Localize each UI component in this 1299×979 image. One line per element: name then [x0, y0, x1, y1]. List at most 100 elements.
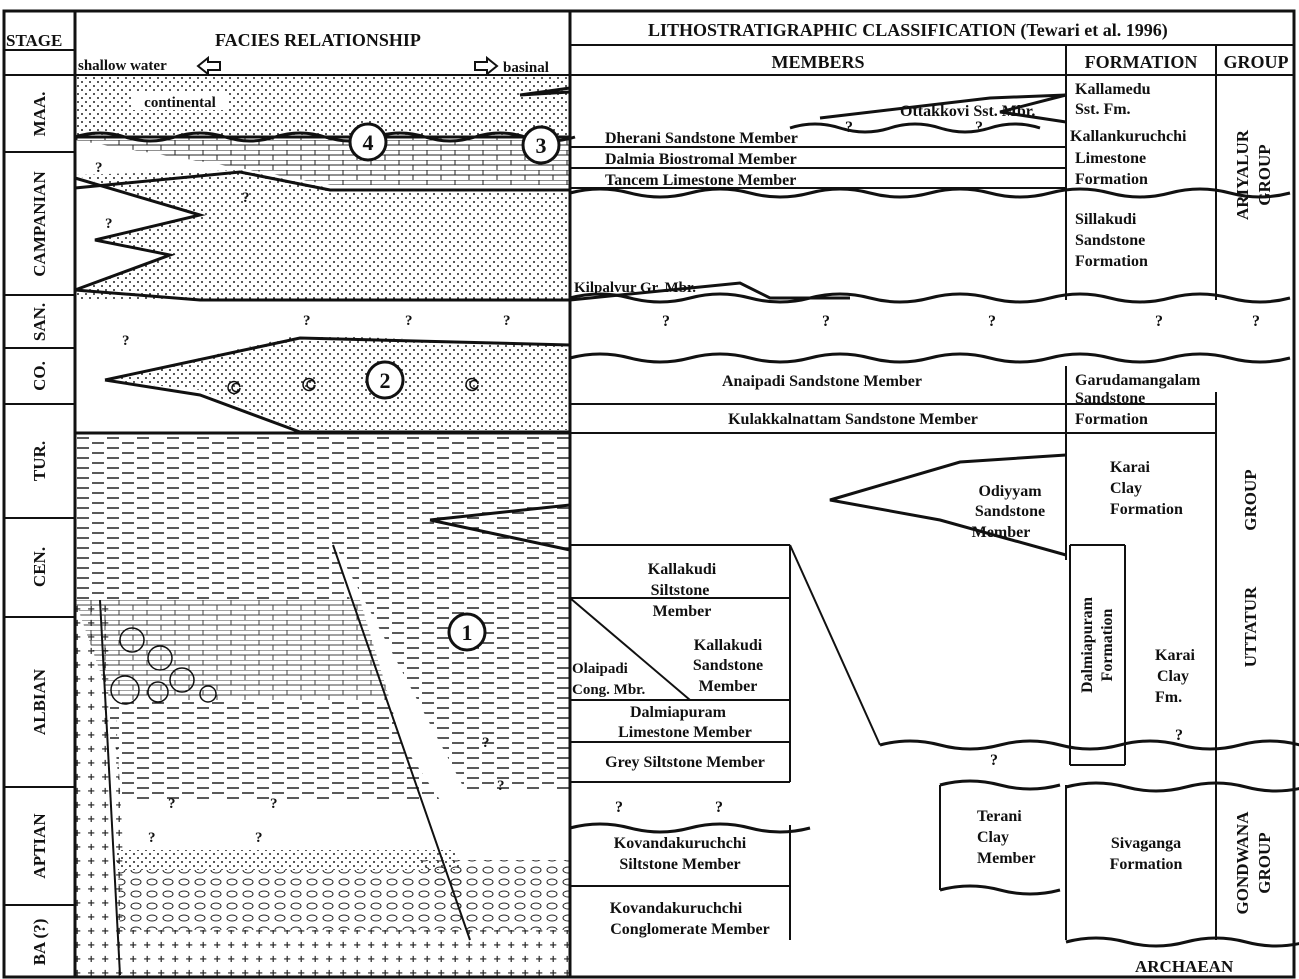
- member-dalmia-biostromal: Dalmia Biostromal Member: [605, 151, 797, 168]
- formation-sillakudi-2: Sandstone: [1075, 232, 1145, 249]
- member-odiyyam-2: Sandstone: [975, 503, 1045, 520]
- formation-archaean: ARCHAEAN: [1135, 957, 1234, 976]
- formation-kallankuruchchi-2: Limestone: [1075, 150, 1146, 167]
- member-kovanda-cong-2: Conglomerate Member: [610, 921, 770, 938]
- arrow-right-icon: [474, 55, 499, 77]
- formation-garudamangalam-3: Formation: [1075, 411, 1148, 428]
- member-dalmiapuram-lst-1: Dalmiapuram: [630, 704, 727, 721]
- formation-karai-fm-3: Fm.: [1155, 689, 1182, 706]
- group-ariyalur-2: GROUP: [1255, 144, 1274, 205]
- member-ottakkovi: Ottakkovi Sst. Mbr.: [900, 103, 1035, 120]
- q-mark: ?: [845, 119, 853, 136]
- group-gondwana-1: GONDWANA: [1233, 811, 1252, 915]
- formation-dalmiapuram-1: Dalmiapuram: [1079, 596, 1096, 693]
- q-mark: ?: [1155, 313, 1163, 330]
- member-kovanda-silt-1: Kovandakuruchchi: [614, 835, 747, 852]
- member-dherani: Dherani Sandstone Member: [605, 130, 798, 147]
- member-odiyyam-3: Member: [972, 524, 1031, 541]
- member-terani-1: Terani: [977, 808, 1022, 825]
- frame: [2, 9, 1296, 979]
- stage-maa: MAA.: [30, 92, 49, 137]
- marker-4: 4: [363, 130, 374, 155]
- formation-garudamangalam-1: Garudamangalam: [1075, 372, 1201, 389]
- q-mark: ?: [990, 752, 998, 769]
- members-header: MEMBERS: [771, 52, 864, 72]
- continental-label: continental: [144, 95, 216, 111]
- header: STAGE FACIES RELATIONSHIP shallow water …: [6, 20, 1289, 77]
- marker-1: 1: [462, 620, 473, 645]
- formation-karai-1: Karai: [1110, 459, 1151, 476]
- formation-sivaganga-1: Sivaganga: [1111, 835, 1181, 852]
- group-uttatur-1: UTTATUR: [1241, 586, 1260, 667]
- group-header: GROUP: [1224, 52, 1289, 72]
- member-kallakudi-silt-1: Kallakudi: [648, 561, 717, 578]
- facies-header: FACIES RELATIONSHIP: [215, 30, 421, 50]
- formations: Kallamedu Sst. Fm. Kallankuruchchi Limes…: [1070, 81, 1234, 976]
- q-mark: ?: [662, 313, 670, 330]
- basinal-label: basinal: [503, 60, 549, 76]
- q-mark: ?: [168, 796, 176, 812]
- stage-cen: CEN.: [30, 547, 49, 587]
- formation-garudamangalam-2: Sandstone: [1075, 390, 1145, 407]
- q-mark: ?: [242, 190, 250, 206]
- arrow-left-icon: [196, 55, 221, 77]
- formation-karai-3: Formation: [1110, 501, 1183, 518]
- stage-albian: ALBIAN: [30, 668, 49, 735]
- litho-header: LITHOSTRATIGRAPHIC CLASSIFICATION (Tewar…: [648, 20, 1168, 41]
- stage-labels: MAA. CAMPANIAN SAN. CO. TUR. CEN. ALBIAN…: [30, 92, 49, 966]
- q-mark: ?: [503, 313, 511, 329]
- member-grey-siltstone: Grey Siltstone Member: [605, 754, 765, 771]
- q-mark: ?: [405, 313, 413, 329]
- member-kallakudi-sand-3: Member: [699, 678, 758, 695]
- q-mark: ?: [1175, 727, 1183, 744]
- formation-kallankuruchchi-3: Formation: [1075, 171, 1148, 188]
- q-mark: ?: [497, 778, 505, 794]
- group-uttatur-2: GROUP: [1241, 469, 1260, 530]
- stage-san: SAN.: [30, 303, 49, 341]
- stage-ba: BA (?): [30, 919, 49, 966]
- q-mark: ?: [122, 333, 130, 349]
- member-anaipadi: Anaipadi Sandstone Member: [722, 373, 922, 390]
- formation-kallankuruchchi-1: Kallankuruchchi: [1070, 128, 1187, 145]
- member-dalmiapuram-lst-2: Limestone Member: [618, 724, 752, 741]
- q-mark: ?: [303, 313, 311, 329]
- stage-campanian: CAMPANIAN: [30, 171, 49, 277]
- q-mark: ?: [95, 160, 103, 176]
- member-tancem: Tancem Limestone Member: [605, 172, 796, 189]
- q-mark: ?: [715, 799, 723, 816]
- formation-sillakudi-3: Formation: [1075, 253, 1148, 270]
- member-terani-2: Clay: [977, 829, 1009, 846]
- q-mark: ?: [255, 830, 263, 846]
- member-kilpalvur: Kilpalvur Gr. Mbr.: [574, 280, 696, 296]
- marker-2: 2: [380, 368, 391, 393]
- q-mark: ?: [148, 830, 156, 846]
- member-odiyyam-1: Odiyyam: [978, 483, 1042, 500]
- group-gondwana-2: GROUP: [1255, 832, 1274, 893]
- member-kallakudi-sand-2: Sandstone: [693, 657, 763, 674]
- q-mark: ?: [822, 313, 830, 330]
- q-mark: ?: [482, 735, 490, 751]
- formation-sillakudi-1: Sillakudi: [1075, 211, 1137, 228]
- marker-3: 3: [536, 133, 547, 158]
- q-mark: ?: [615, 799, 623, 816]
- stage-aptian: APTIAN: [30, 813, 49, 879]
- formation-karai-2: Clay: [1110, 480, 1142, 497]
- member-kallakudi-sand-1: Kallakudi: [694, 637, 763, 654]
- formation-header: FORMATION: [1085, 52, 1198, 72]
- formation-kallamedu-1: Kallamedu: [1075, 81, 1151, 98]
- formation-sivaganga-2: Formation: [1110, 856, 1183, 873]
- q-mark: ?: [1252, 313, 1260, 330]
- formation-dalmiapuram-2: Formation: [1099, 608, 1116, 681]
- member-olaipadi-1: Olaipadi: [572, 661, 628, 677]
- facies-text: continental ? ? ? ? ? ? ? ? ? ? ? ? ?: [95, 92, 511, 846]
- members: Ottakkovi Sst. Mbr. ? ? Dherani Sandston…: [572, 103, 1260, 938]
- member-olaipadi-2: Cong. Mbr.: [572, 682, 645, 698]
- stage-co: CO.: [30, 361, 49, 391]
- facies-fills: [75, 75, 570, 979]
- tongue-outlines: [74, 86, 1067, 557]
- facies-markers: 1 2 3 4: [348, 122, 561, 652]
- member-kovanda-cong-1: Kovandakuruchchi: [610, 900, 743, 917]
- formation-karai-fm-2: Clay: [1157, 668, 1189, 685]
- member-kulakkalnattam: Kulakkalnattam Sandstone Member: [728, 411, 978, 428]
